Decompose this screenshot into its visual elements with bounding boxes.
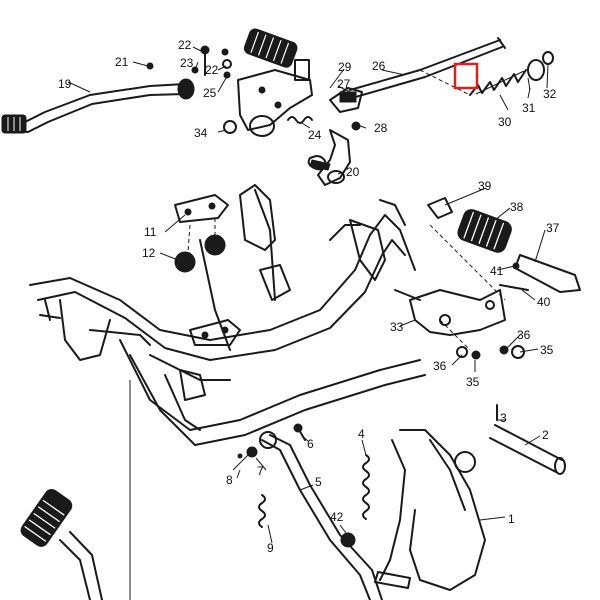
label-33: 33 [390, 320, 404, 334]
label-42: 42 [330, 510, 344, 524]
label-26: 26 [372, 59, 386, 73]
label-24: 24 [308, 128, 322, 142]
label-6: 6 [307, 437, 314, 451]
leader-lines [67, 46, 549, 544]
label-27: 27 [337, 77, 351, 91]
label-2: 2 [542, 428, 549, 442]
part-11-12-mounts [174, 194, 241, 346]
label-22a: 22 [178, 38, 192, 52]
label-19-text: 19 [58, 77, 72, 91]
label-36b: 36 [433, 359, 447, 373]
label-30: 30 [498, 115, 512, 129]
label-3: 3 [500, 411, 507, 425]
label-25: 25 [203, 86, 217, 100]
label-39: 39 [478, 179, 492, 193]
label-28: 28 [374, 121, 388, 135]
part-5-stand-lever [232, 423, 383, 600]
part-30-spring [469, 69, 527, 96]
highlight-box [453, 62, 479, 90]
label-8: 8 [226, 473, 233, 487]
label-11: 11 [144, 225, 157, 239]
label-37: 37 [546, 221, 560, 235]
label-20: 20 [346, 165, 360, 179]
right-footpeg-assembly [409, 197, 581, 360]
label-22b: 22 [205, 63, 219, 77]
label-21: 21 [115, 55, 129, 69]
label-32: 32 [543, 87, 557, 101]
part-labels: 19 21 22 23 22 25 34 29 27 26 24 28 20 3… [58, 38, 560, 555]
label-35a: 35 [540, 343, 554, 357]
label-41: 41 [490, 264, 504, 278]
part-19-pedal-lever [1, 78, 195, 134]
part-1-center-stand [362, 429, 486, 591]
label-38: 38 [510, 200, 524, 214]
label-35b: 35 [466, 375, 480, 389]
label-1: 1 [508, 512, 515, 526]
label-12: 12 [142, 246, 156, 260]
label-36a: 36 [517, 328, 531, 342]
left-footpeg-lower [20, 489, 103, 600]
label-40: 40 [537, 295, 551, 309]
label-9: 9 [267, 541, 274, 555]
frame [29, 184, 426, 600]
label-7: 7 [257, 464, 264, 478]
label-34: 34 [194, 126, 208, 140]
label-31: 31 [522, 101, 536, 115]
label-5: 5 [315, 475, 322, 489]
part-31-32-pins [527, 51, 554, 91]
label-4: 4 [358, 427, 365, 441]
label-23: 23 [180, 56, 194, 70]
label-29: 29 [338, 60, 352, 74]
